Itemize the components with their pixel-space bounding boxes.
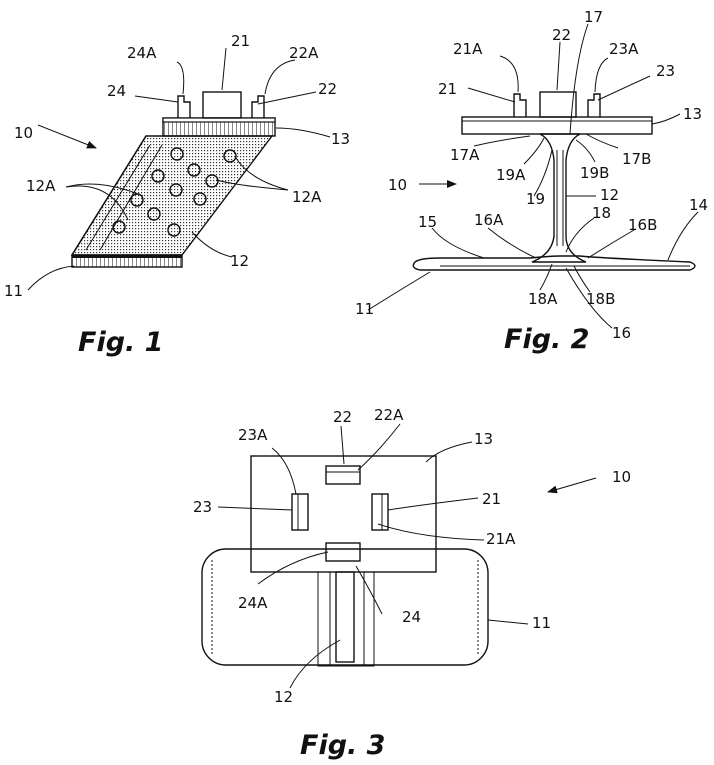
fig2-label-19a: 19A xyxy=(496,166,526,184)
fig1-label-12a-right: 12A xyxy=(292,188,322,206)
figure-2: 21A 22 17 23A 21 23 13 17A 19A 19B 17B 1… xyxy=(355,8,708,355)
fig2-label-21a: 21A xyxy=(453,40,483,58)
fig2-plate xyxy=(462,117,652,134)
fig3-strut xyxy=(318,572,374,666)
fig2-label-22: 22 xyxy=(552,26,571,44)
fig3-label-22a: 22A xyxy=(374,406,404,424)
fig2-label-17: 17 xyxy=(584,8,603,26)
fig1-label-22a: 22A xyxy=(289,44,319,62)
fig1-label-24: 24 xyxy=(107,82,126,100)
fig2-label-18a: 18A xyxy=(528,290,558,308)
fig1-label-24a: 24A xyxy=(127,44,157,62)
fig2-base xyxy=(413,256,695,270)
fig1-label-11: 11 xyxy=(4,282,23,300)
fig2-label-19b: 19B xyxy=(580,164,609,182)
fig1-label-12a-left: 12A xyxy=(26,177,56,195)
figure-3: 22 22A 23A 13 10 23 21 21A 24A 24 11 12 … xyxy=(193,406,631,761)
fig2-label-13: 13 xyxy=(683,105,702,123)
fig2-label-11: 11 xyxy=(355,300,374,318)
fig2-label-17a: 17A xyxy=(450,146,480,164)
fig1-label-21: 21 xyxy=(231,32,250,50)
fig2-label-14: 14 xyxy=(689,196,708,214)
fig2-caption: Fig. 2 xyxy=(504,324,589,355)
fig3-label-12: 12 xyxy=(274,688,293,706)
fig3-label-11: 11 xyxy=(532,614,551,632)
fig1-plate xyxy=(163,118,275,136)
fig3-tab-24 xyxy=(326,543,360,561)
fig2-label-18: 18 xyxy=(592,204,611,222)
fig3-label-24a: 24A xyxy=(238,594,268,612)
fig1-caption: Fig. 1 xyxy=(78,327,163,358)
fig2-label-18b: 18B xyxy=(586,290,615,308)
fig1-block-21 xyxy=(203,92,241,118)
fig2-label-15: 15 xyxy=(418,213,437,231)
fig3-tab-22 xyxy=(326,466,360,484)
fig2-label-17b: 17B xyxy=(622,150,651,168)
fig1-label-13: 13 xyxy=(331,130,350,148)
fig3-label-21: 21 xyxy=(482,490,501,508)
fig3-label-22: 22 xyxy=(333,408,352,426)
fig2-label-16a: 16A xyxy=(474,211,504,229)
fig1-tab-24 xyxy=(178,96,190,118)
fig1-label-12: 12 xyxy=(230,252,249,270)
fig1-tab-22 xyxy=(252,96,264,118)
fig2-label-19: 19 xyxy=(526,190,545,208)
fig2-label-16: 16 xyxy=(612,324,631,342)
fig1-strut xyxy=(72,136,272,255)
fig2-block-22 xyxy=(540,92,576,117)
figure-1: 24A 21 22A 24 22 10 13 12A 12A 12 11 Fig… xyxy=(4,32,350,358)
fig2-label-21: 21 xyxy=(438,80,457,98)
fig3-caption: Fig. 3 xyxy=(300,730,385,761)
fig3-tab-23 xyxy=(292,494,308,530)
fig3-label-13: 13 xyxy=(474,430,493,448)
fig3-label-23: 23 xyxy=(193,498,212,516)
fig2-label-10: 10 xyxy=(388,176,407,194)
fig3-label-21a: 21A xyxy=(486,530,516,548)
fig1-label-10: 10 xyxy=(14,124,33,142)
fig2-label-12: 12 xyxy=(600,186,619,204)
fig3-plate xyxy=(251,456,436,572)
fig1-label-22: 22 xyxy=(318,80,337,98)
fig2-label-23a: 23A xyxy=(609,40,639,58)
fig3-label-10: 10 xyxy=(612,468,631,486)
fig3-label-24: 24 xyxy=(402,608,421,626)
fig1-base xyxy=(72,255,182,267)
fig2-label-23: 23 xyxy=(656,62,675,80)
fig2-tab-21 xyxy=(514,94,526,117)
fig2-label-16b: 16B xyxy=(628,216,657,234)
fig3-label-23a: 23A xyxy=(238,426,268,444)
fig2-tab-23 xyxy=(588,94,600,117)
